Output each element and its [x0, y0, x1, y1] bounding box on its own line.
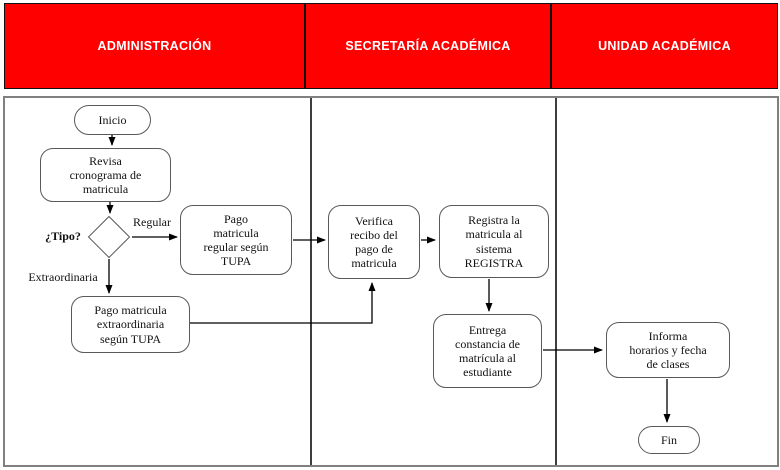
start-node: Inicio [74, 105, 151, 135]
process-entrega-constancia: Entrega constancia de matrícula al estud… [433, 314, 542, 388]
decision-label-tipo: ¿Tipo? [45, 229, 81, 243]
end-node: Fin [638, 426, 700, 454]
process-verifica-recibo: Verifica recibo del pago de matricula [328, 205, 420, 279]
edge-label-extraordinaria: Extraordinaria [28, 270, 98, 284]
edge-label-regular: Regular [133, 215, 171, 229]
lane-header-unidad-academica: UNIDAD ACADÉMICA [598, 39, 731, 53]
process-pago-extraordinaria: Pago matricula extraordinaria según TUPA [71, 296, 190, 353]
process-pago-regular: Pago matricula regular según TUPA [180, 205, 292, 275]
lane-header-secretaria-academica: SECRETARÍA ACADÉMICA [306, 4, 552, 88]
process-revisa-cronograma: Revisa cronograma de matricula [40, 148, 171, 202]
lane-divider [555, 98, 557, 465]
lane-header-administracion: ADMINISTRACIÓN [5, 4, 306, 88]
lane-divider [310, 98, 312, 465]
process-informa-horarios: Informa horarios y fecha de clases [606, 322, 730, 378]
process-registra-matricula: Registra la matricula al sistema REGISTR… [439, 205, 549, 278]
swimlane-header-band: ADMINISTRACIÓN SECRETARÍA ACADÉMICA UNID… [4, 3, 778, 89]
